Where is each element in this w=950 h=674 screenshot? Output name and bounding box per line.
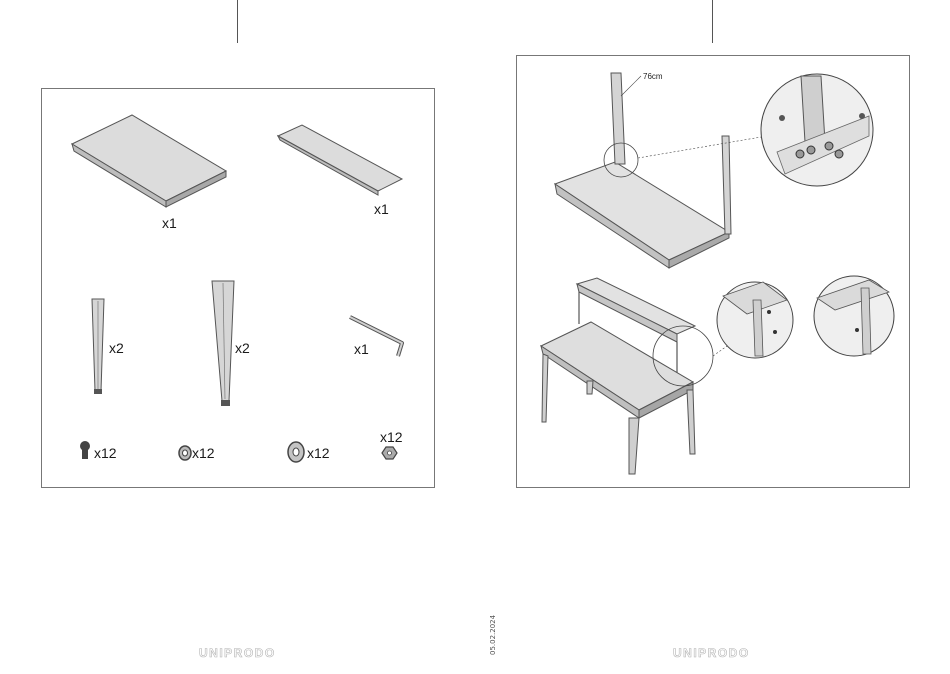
fold-mark-right [712, 0, 713, 43]
shelf-quantity: x1 [374, 201, 389, 217]
step-two-diagram [541, 276, 894, 474]
assembly-panel: 76cm [516, 55, 910, 488]
parts-list-panel: x1 x1 x2 x2 x1 x12 x12 x12 x12 [41, 88, 435, 488]
long-leg-part [212, 281, 234, 406]
large-washer-icon [288, 442, 304, 462]
allen-key-quantity: x1 [354, 341, 369, 357]
tabletop-part [72, 115, 226, 207]
nut-quantity: x12 [380, 429, 403, 445]
large-washer-quantity: x12 [307, 445, 330, 461]
parts-illustration [42, 89, 436, 489]
step-one-diagram [555, 73, 873, 268]
print-date: 05.02.2024 [489, 615, 497, 655]
bolt-quantity: x12 [94, 445, 117, 461]
brand-logo-right: UNIPRODO [673, 646, 750, 660]
bolt-icon [80, 441, 90, 459]
small-washer-icon [179, 446, 191, 460]
tabletop-quantity: x1 [162, 215, 177, 231]
small-washer-quantity: x12 [192, 445, 215, 461]
nut-icon [382, 447, 397, 459]
fold-mark-left [237, 0, 238, 43]
brand-logo-left: UNIPRODO [199, 646, 276, 660]
long-leg-quantity: x2 [235, 340, 250, 356]
assembly-illustration [517, 56, 911, 489]
short-leg-part [92, 299, 104, 394]
height-callout: 76cm [643, 72, 663, 81]
shelf-part [278, 125, 402, 195]
short-leg-quantity: x2 [109, 340, 124, 356]
